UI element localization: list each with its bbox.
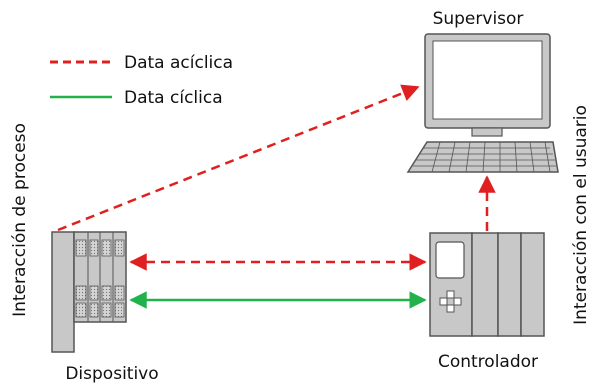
legend-cyclic-label: Data cíclica (124, 88, 223, 108)
device-label: Dispositivo (65, 364, 158, 384)
controller-label: Controlador (438, 352, 538, 372)
acyclic-device-to-supervisor-arrow (57, 84, 420, 232)
left-side-label: Interacción de proceso (10, 123, 30, 317)
right-side-label: Interacción con el usuario (571, 105, 591, 325)
computer-icon (406, 33, 559, 173)
supervisor-label: Supervisor (433, 9, 524, 29)
device-icon (51, 231, 127, 353)
legend-acyclic-label: Data acíclica (124, 53, 233, 73)
controller-icon (429, 232, 545, 337)
legend: Data acíclica Data cíclica (50, 53, 233, 108)
